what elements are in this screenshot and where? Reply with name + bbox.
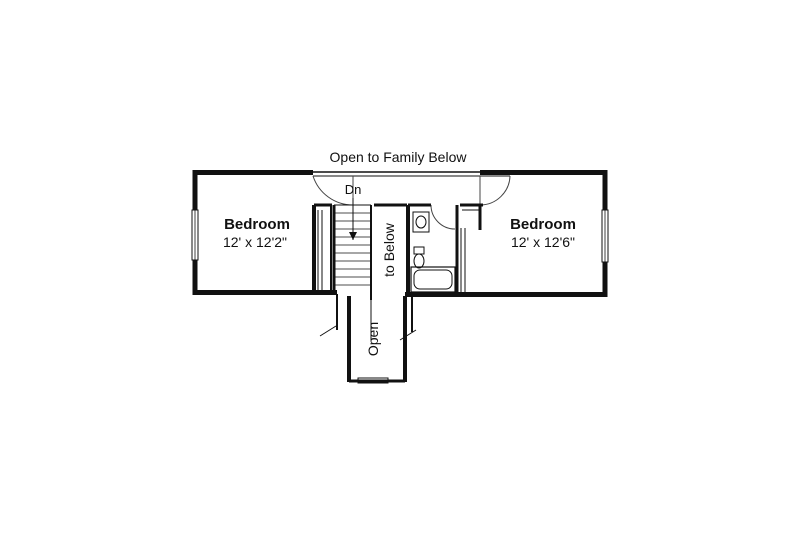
left-bedroom-walls — [312, 203, 332, 294]
bedroom-left-size: 12' x 12'2" — [223, 234, 287, 250]
open-to-family-label: Open to Family Below — [330, 149, 468, 165]
bedroom-right-size: 12' x 12'6" — [511, 234, 575, 250]
bathroom — [408, 203, 483, 294]
to-below-label: to Below — [381, 222, 397, 277]
open-label: Open — [365, 322, 381, 356]
stair-down-label: Dn — [345, 182, 362, 197]
stairway — [332, 198, 372, 300]
bedroom-left-name: Bedroom — [224, 216, 290, 233]
open-to-below-shaft — [319, 203, 417, 383]
bedroom-right-name: Bedroom — [510, 216, 576, 233]
